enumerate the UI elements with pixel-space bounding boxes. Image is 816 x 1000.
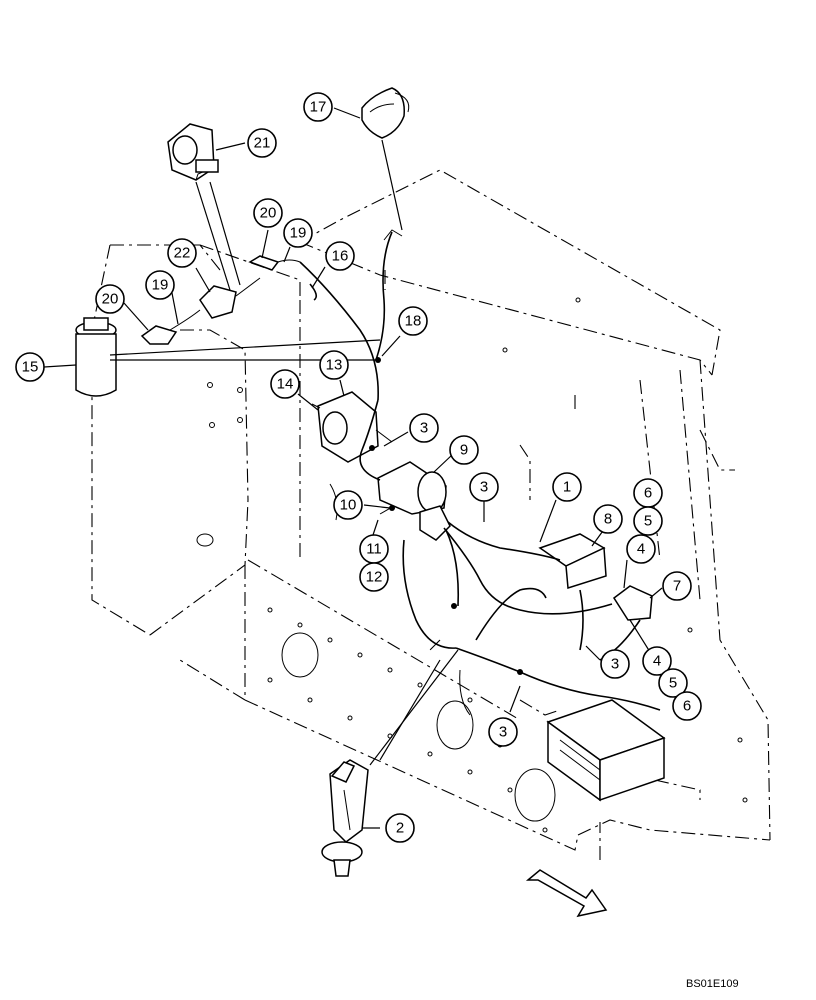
relay-bracket-upper	[140, 255, 301, 345]
callout-4: 4	[626, 534, 656, 564]
battery-component	[546, 699, 666, 802]
svg-text:2: 2	[396, 820, 404, 837]
svg-text:21: 21	[254, 135, 271, 152]
diagram-code-label: BS01E109	[686, 978, 739, 990]
svg-text:12: 12	[366, 569, 383, 586]
filter-component	[75, 317, 117, 397]
svg-text:4: 4	[637, 541, 645, 558]
callout-17: 17	[303, 92, 333, 122]
callout-3: 3	[409, 413, 439, 443]
callout-19: 19	[283, 218, 313, 248]
callout-15: 15	[15, 352, 45, 382]
frame-holes	[196, 297, 748, 833]
horn-component	[361, 87, 410, 139]
callout-5: 5	[658, 668, 688, 698]
callout-3: 3	[469, 472, 499, 502]
svg-text:6: 6	[683, 698, 691, 715]
svg-text:7: 7	[673, 578, 681, 595]
callout-14: 14	[270, 369, 300, 399]
callout-20: 20	[95, 284, 125, 314]
control-module-component	[538, 533, 607, 589]
callout-22: 22	[167, 238, 197, 268]
svg-text:18: 18	[405, 313, 422, 330]
callout-10: 10	[333, 490, 363, 520]
callout-7: 7	[662, 571, 692, 601]
svg-text:1: 1	[563, 479, 571, 496]
svg-text:19: 19	[152, 277, 169, 294]
callout-9: 9	[449, 435, 479, 465]
callout-4: 4	[642, 646, 672, 676]
callout-20: 20	[253, 198, 283, 228]
callout-13: 13	[319, 350, 349, 380]
callout-5: 5	[633, 506, 663, 536]
alarm-component	[167, 123, 219, 181]
callout-1: 1	[552, 472, 582, 502]
air-cleaner-component	[377, 461, 451, 541]
callout-2: 2	[385, 813, 415, 843]
svg-text:20: 20	[260, 205, 277, 222]
callout-3: 3	[600, 649, 630, 679]
direction-arrow	[525, 869, 608, 918]
svg-text:3: 3	[499, 724, 507, 741]
svg-text:3: 3	[480, 479, 488, 496]
svg-text:6: 6	[644, 485, 652, 502]
callout-8: 8	[593, 504, 623, 534]
callout-6: 6	[633, 478, 663, 508]
svg-text:22: 22	[174, 245, 191, 262]
svg-text:17: 17	[310, 99, 327, 116]
svg-text:9: 9	[460, 442, 468, 459]
relay-component	[612, 585, 653, 621]
svg-text:13: 13	[326, 357, 343, 374]
svg-text:11: 11	[366, 541, 382, 558]
wiring-harness	[299, 229, 661, 716]
svg-text:3: 3	[611, 656, 619, 673]
callout-21: 21	[247, 128, 277, 158]
svg-text:19: 19	[290, 225, 307, 242]
svg-text:8: 8	[604, 511, 612, 528]
svg-text:14: 14	[277, 376, 294, 393]
svg-text:3: 3	[420, 420, 428, 437]
svg-text:5: 5	[669, 675, 677, 692]
svg-text:5: 5	[644, 513, 652, 530]
svg-text:15: 15	[22, 359, 39, 376]
svg-text:20: 20	[102, 291, 119, 308]
machine-frame-outline	[91, 169, 771, 860]
callout-11: 11	[359, 534, 389, 564]
svg-text:4: 4	[653, 653, 661, 670]
callout-18: 18	[398, 306, 428, 336]
joystick-handle-component	[321, 759, 369, 877]
leader-lines	[43, 107, 663, 829]
callout-19: 19	[145, 270, 175, 300]
svg-text:10: 10	[340, 497, 357, 514]
callout-3: 3	[488, 717, 518, 747]
callout-16: 16	[325, 241, 355, 271]
callout-6: 6	[672, 691, 702, 721]
svg-text:16: 16	[332, 248, 349, 265]
starter-motor-component	[311, 391, 393, 463]
callout-12: 12	[359, 562, 389, 592]
